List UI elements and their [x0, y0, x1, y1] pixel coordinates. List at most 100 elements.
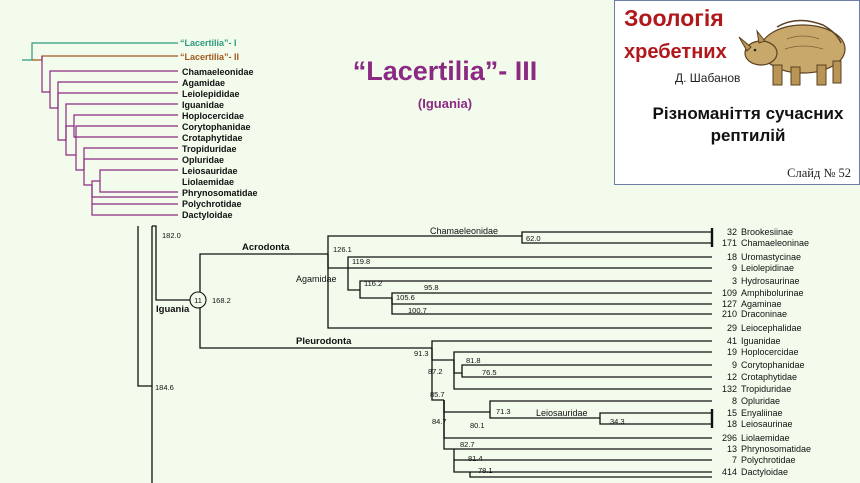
- age-19: 82.7: [460, 440, 475, 449]
- leaf-name: Tropiduridae: [741, 384, 791, 394]
- leaf-count: 127: [722, 299, 737, 309]
- small-label-9: Tropiduridae: [182, 144, 237, 154]
- small-branch-lacertilia-1: [22, 42, 178, 61]
- leaf-name: Leiocephalidae: [741, 323, 802, 333]
- node-11-circle: [189, 291, 207, 309]
- book-title-line2: хребетних: [624, 41, 727, 63]
- leaf-count: 109: [722, 288, 737, 298]
- leaf-name: Uromastycinae: [741, 252, 801, 262]
- clade-pleurodonta: Pleurodonta: [296, 336, 352, 347]
- leaf-count: 41: [727, 336, 737, 346]
- small-branch-lacertilia-2: [32, 55, 178, 61]
- leaf-name: Leiolepidinae: [741, 263, 794, 273]
- leaf-count: 7: [732, 455, 737, 465]
- leaf-count: 9: [732, 263, 737, 273]
- leaf-count: 132: [722, 384, 737, 394]
- leaf-name: Liolaemidae: [741, 433, 790, 443]
- small-label-0: “Lacertilia”- I: [180, 38, 237, 48]
- age-2: 184.6: [155, 383, 174, 392]
- leaf-name: Hoplocercidae: [741, 347, 799, 357]
- leaf-name: Agaminae: [741, 299, 782, 309]
- leaf-name: Iguanidae: [741, 336, 781, 346]
- book-cover-panel: Зоологія хребетних Д. Шабанов Різноманіт…: [614, 0, 860, 185]
- small-label-7: Corytophanidae: [182, 122, 251, 132]
- age-21: 78.1: [478, 466, 493, 475]
- book-subtitle: Різноманіття сучасних рептилій: [652, 104, 844, 145]
- age-17: 80.1: [470, 421, 485, 430]
- leaf-name: Leiosaurinae: [741, 419, 793, 429]
- leaf-name: Dactyloidae: [741, 467, 788, 477]
- age-13: 76.5: [482, 368, 497, 377]
- clade-acrodonta: Acrodonta: [242, 242, 290, 253]
- age-3: 126.1: [333, 245, 352, 254]
- age-20: 81.4: [468, 454, 483, 463]
- book-title-line1: Зоологія: [624, 5, 724, 31]
- age-8: 100.7: [408, 306, 427, 315]
- small-label-14: Polychrotidae: [182, 199, 242, 209]
- node-11-label: 11: [194, 296, 202, 305]
- leaf-name: Enyaliinae: [741, 408, 783, 418]
- leaf-count: 9: [732, 360, 737, 370]
- age-5: 116.2: [364, 279, 382, 288]
- age-12: 81.8: [466, 356, 481, 365]
- small-label-8: Crotaphytidae: [182, 133, 243, 143]
- leaf-count: 29: [727, 323, 737, 333]
- age-18: 34.3: [610, 417, 625, 426]
- page-title: “Lacertilia”- III: [352, 56, 538, 86]
- leaf-count: 171: [722, 238, 737, 248]
- leaf-count: 19: [727, 347, 737, 357]
- leaf-name: Hydrosaurinae: [741, 276, 800, 286]
- small-label-13: Phrynosomatidae: [182, 188, 258, 198]
- small-label-4: Leiolepididae: [182, 89, 240, 99]
- leaf-name: Corytophanidae: [741, 360, 805, 370]
- leaf-name: Crotaphytidae: [741, 372, 797, 382]
- small-label-10: Opluridae: [182, 155, 224, 165]
- leaf-count: 18: [727, 252, 737, 262]
- leaf-name: Draconinae: [741, 309, 787, 319]
- small-label-12: Liolaemidae: [182, 177, 234, 187]
- small-label-1: “Lacertilia”- II: [180, 52, 239, 62]
- age-10: 91.3: [414, 349, 429, 358]
- small-cladogram: “Lacertilia”- I “Lacertilia”- II Chamael…: [22, 38, 258, 220]
- leaf-name: Amphibolurinae: [741, 288, 804, 298]
- age-14: 85.7: [430, 390, 445, 399]
- leaf-count: 32: [727, 227, 737, 237]
- slide-number: Слайд № 52: [787, 166, 851, 180]
- clade-iguania: Iguania: [156, 304, 190, 315]
- leaf-count: 18: [727, 419, 737, 429]
- leaf-name: Polychrotidae: [741, 455, 796, 465]
- leaf-name: Brookesiinae: [741, 227, 793, 237]
- clade-agamidae: Agamidae: [296, 274, 337, 284]
- leaf-count: 12: [727, 372, 737, 382]
- main-tree: [137, 225, 712, 483]
- leaf-count: 210: [722, 309, 737, 319]
- age-16: 71.3: [496, 407, 511, 416]
- small-label-6: Hoplocercidae: [182, 111, 244, 121]
- age-15: 84.7: [432, 417, 447, 426]
- leaf-count: 296: [722, 433, 737, 443]
- page-subtitle: (Iguania): [417, 96, 473, 111]
- age-11: 87.2: [428, 367, 443, 376]
- leaf-count: 13: [727, 444, 737, 454]
- age-1: 168.2: [212, 296, 231, 305]
- small-label-2: Chamaeleonidae: [182, 67, 254, 77]
- small-label-3: Agamidae: [182, 78, 225, 88]
- clade-chamaeleonidae: Chamaeleonidae: [430, 226, 498, 236]
- small-branch-iguania: [41, 56, 178, 216]
- small-label-11: Leiosauridae: [182, 166, 238, 176]
- rhinoceros-icon: [738, 19, 846, 86]
- small-label-15: Dactyloidae: [182, 210, 233, 220]
- age-9: 62.0: [526, 234, 541, 243]
- clade-leiosauridae: Leiosauridae: [536, 408, 588, 418]
- leaf-count: 3: [732, 276, 737, 286]
- leaf-name: Phrynosomatidae: [741, 444, 811, 454]
- age-4: 119.8: [352, 257, 370, 266]
- leaf-name: Chamaeleoninae: [741, 238, 809, 248]
- age-7: 95.8: [424, 283, 439, 292]
- age-0: 182.0: [162, 231, 181, 240]
- leaf-count: 15: [727, 408, 737, 418]
- leaf-labels: 32 Brookesiinae 171 Chamaeleoninae 18 Uromast…: [722, 227, 811, 477]
- leaf-count: 414: [722, 467, 737, 477]
- small-label-5: Iguanidae: [182, 100, 224, 110]
